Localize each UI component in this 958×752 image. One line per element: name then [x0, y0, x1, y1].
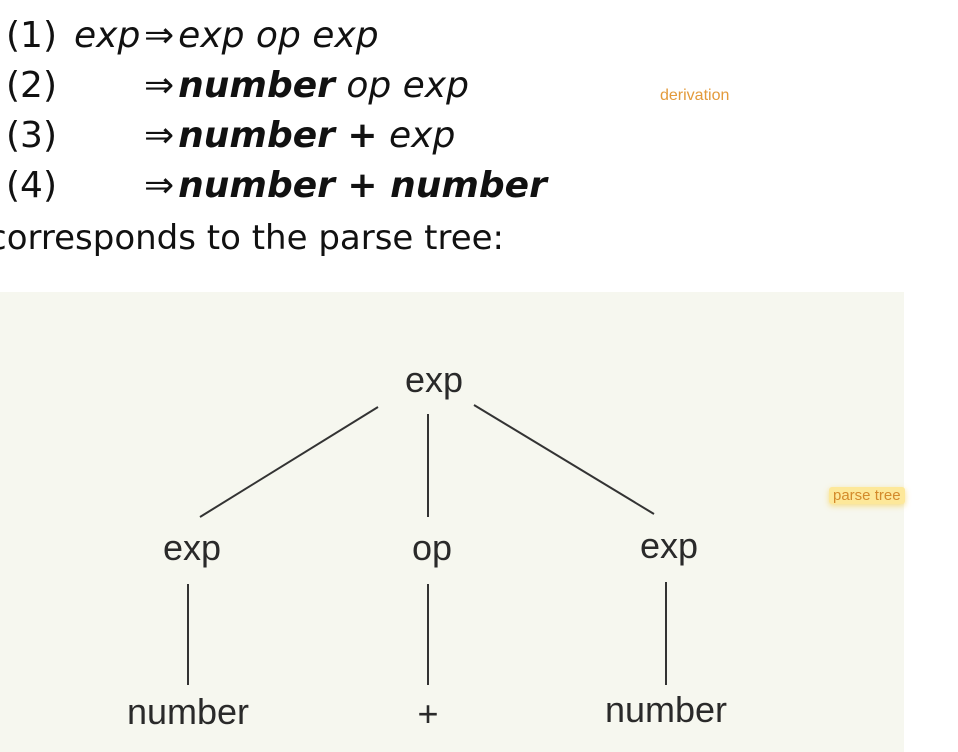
edge-root-to-right-exp [473, 404, 655, 515]
tree-leaf-right-number: number [605, 689, 727, 730]
derives-arrow-icon: ⇒ [144, 65, 175, 106]
step-rhs-bold: number [178, 65, 335, 106]
edge-root-to-left-exp [199, 406, 379, 518]
parse-tree-diagram: exp exp op exp number + number [0, 292, 904, 752]
tree-node-left-exp: exp [163, 527, 221, 568]
step-rhs-rest: op exp [334, 65, 469, 106]
tree-node-right-exp: exp [640, 525, 698, 566]
step-rhs: ⇒number + exp [144, 112, 455, 160]
step-rhs-bold: number + number [178, 165, 547, 206]
derivation-annotation[interactable]: derivation [660, 87, 730, 104]
step-number: (3) [6, 115, 57, 156]
step-rhs: ⇒number + number [144, 162, 547, 210]
step-rhs: ⇒exp op exp [144, 12, 379, 60]
step-number: (1) [6, 15, 57, 56]
tree-node-root: exp [405, 359, 463, 400]
derives-arrow-icon: ⇒ [144, 165, 175, 206]
tree-leaf-plus: + [417, 693, 438, 734]
parse-tree-annotation[interactable]: parse tree [829, 487, 905, 504]
tree-node-op: op [412, 527, 452, 568]
step-number: (2) [6, 65, 57, 106]
tree-leaf-left-number: number [127, 691, 249, 732]
parse-tree-svg: exp exp op exp number + number [127, 359, 727, 734]
step-rhs-bold: number + [178, 115, 378, 156]
step-rhs-rest: exp op exp [178, 15, 379, 56]
step-lhs: exp [74, 15, 141, 56]
parse-tree-caption: corresponds to the parse tree: [0, 218, 505, 258]
step-rhs-rest: exp [377, 115, 456, 156]
step-rhs: ⇒number op exp [144, 62, 469, 110]
derives-arrow-icon: ⇒ [144, 115, 175, 156]
derives-arrow-icon: ⇒ [144, 15, 175, 56]
step-number: (4) [6, 165, 57, 206]
